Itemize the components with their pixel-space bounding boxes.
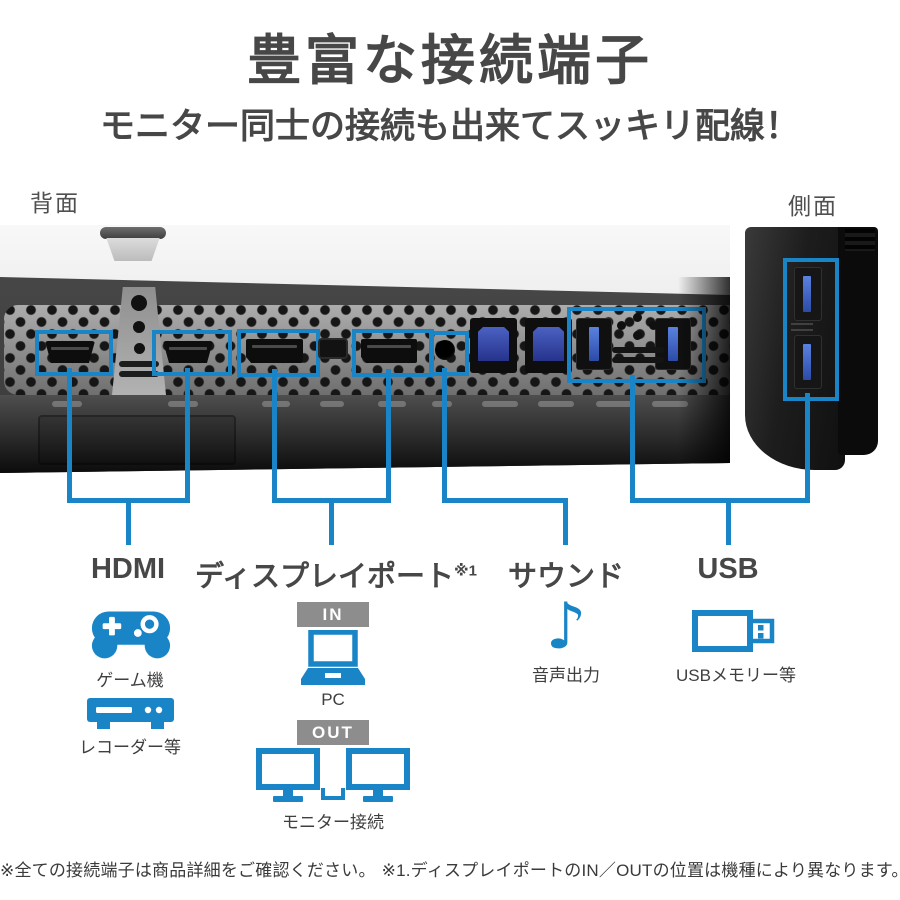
port-label-etch [320,401,344,407]
port-label-etch [596,401,632,407]
vent-slot [612,357,664,363]
page-subtitle: モニター同士の接続も出来てスッキリ配線！ [99,107,800,146]
recorder-icon [87,698,174,729]
music-note-icon: ♪ [545,590,587,664]
displayport-callout-line [272,369,277,503]
side-usb-port-1 [794,267,822,321]
stand-clip [100,227,166,239]
displayport-2 [361,339,417,363]
displayport-callout-stem [329,500,334,545]
hdmi-label: HDMI [90,553,166,585]
pc-caption: PC [321,690,345,709]
sound-label: サウンド [507,561,625,593]
monitor-back-photo [0,225,730,473]
game-console-caption: ゲーム機 [96,671,164,690]
vent-dot [649,321,658,330]
usb-memory-caption: USBメモリー等 [676,666,796,685]
hdmi-callout-stem [126,500,131,545]
hdmi-callout-line [67,368,72,503]
vent-slot [119,371,159,377]
hdmi-port-1-highlight [35,330,113,376]
photo-edge-shadow [678,277,730,473]
footer-note-1: ※1.ディスプレイポートのIN／OUTの位置は機種により異なります。 [381,861,900,880]
side-vents [845,229,875,251]
vent-slot [119,361,159,367]
usb-a-port-1 [576,318,612,370]
usb-b-port-1 [470,318,517,373]
audio-out-caption: 音声出力 [532,666,600,685]
hdmi-callout-line [185,368,190,503]
usb-b-port-2 [525,318,572,373]
port-label-etch [378,401,406,407]
hdmi-port-2-highlight [152,330,232,376]
out-badge: OUT [297,720,369,745]
footer-note: ※全ての接続端子は商品詳細をご確認ください。 ※1.ディスプレイポートのIN／OU… [0,856,900,881]
usb-memory-icon [692,610,775,652]
side-usb-port-2 [794,335,822,389]
side-usb-ports-highlight [783,258,839,401]
sound-callout-line [442,368,447,503]
side-view-label: 側面 [788,193,838,219]
usb-label: USB [697,553,759,585]
game-controller-icon [91,611,171,659]
displayport-label: ディスプレイポート※1 [195,561,477,593]
back-view-label: 背面 [30,190,80,216]
screw-hole [134,343,145,354]
audio-jack [435,340,455,360]
port-label-etch [538,401,574,407]
sound-callout-stem [563,500,568,545]
displayport-1-highlight [237,329,320,377]
monitor-link-caption: モニター接続 [282,813,384,832]
usb-callout-stem [726,500,731,545]
laptop-icon [301,630,365,685]
screw-hole [133,321,145,333]
stand-plate [106,238,160,261]
port-label-etch [652,401,688,407]
displayport-footnote-marker: ※1 [454,562,477,580]
in-badge: IN [297,602,369,627]
monitor-side-back-strip [838,227,878,455]
usb-speed-etch [791,323,813,333]
hdmi-port-1 [45,341,95,363]
displayport-callout-line [386,369,391,503]
vent-dot [617,321,626,330]
audio-jack-highlight [429,331,469,376]
hdmi-port-2 [163,341,213,363]
displayport-2-highlight [352,329,434,377]
vent-dot [633,313,642,322]
usb-callout-line [630,375,635,503]
page-title: 豊富な接続端子 [247,31,653,91]
screw-hole [131,295,147,311]
monitor-side-photo [745,227,880,473]
mini-displayport [318,338,348,359]
port-label-etch [168,401,198,407]
dual-monitor-icon [256,748,410,802]
port-label-etch [482,401,518,407]
footer-note-all: ※全ての接続端子は商品詳細をご確認ください。 [0,861,376,880]
sound-callout-line [442,498,568,503]
vent-dot [633,331,642,340]
recorder-caption: レコーダー等 [79,738,181,757]
monitor-back-bottom [0,395,730,473]
vent-slot [612,347,664,353]
usb-callout-line [805,393,810,503]
usb-callout-line [630,498,810,503]
stand-column [112,287,166,395]
displayport-1 [246,339,303,363]
